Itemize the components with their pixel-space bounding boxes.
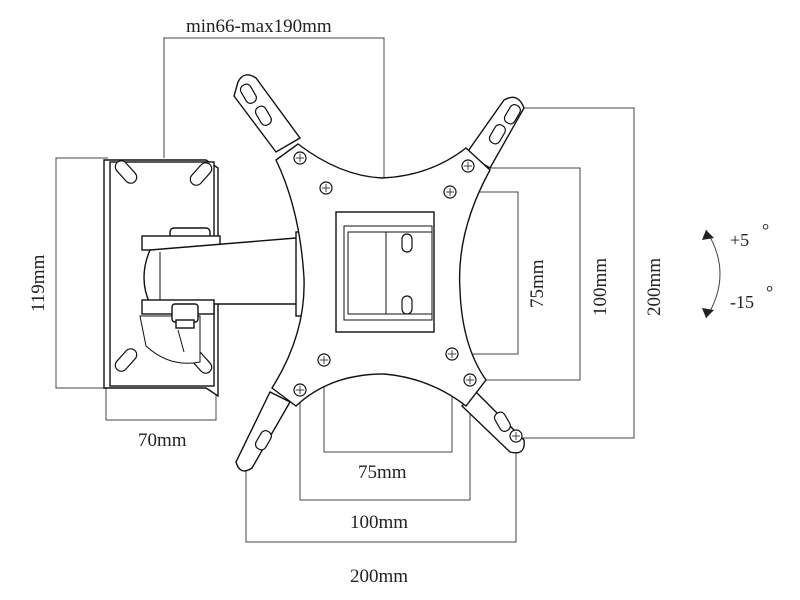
vesa-screw-holes <box>293 151 523 443</box>
tilt-up-arrowhead <box>702 230 714 240</box>
tilt-down-arrowhead <box>702 308 714 318</box>
vesa-arm-slot <box>488 124 506 145</box>
wall-plate-slot <box>114 160 138 184</box>
vesa-100-horizontal-dim-line <box>299 392 471 501</box>
vesa-plate <box>233 74 525 472</box>
vesa-100-vertical-label: 100mm <box>590 258 611 316</box>
dimension-labels: min66-max190mm 119mm 70mm 75mm 100mm 200… <box>28 16 665 587</box>
wall-plate-width-dim-line <box>105 360 217 421</box>
dimension-lines <box>55 37 635 543</box>
vesa-100-vertical-dim-line <box>470 167 581 381</box>
wall-plate-height-label: 119mm <box>28 254 49 312</box>
vesa-75-vertical-dim-line <box>452 191 519 355</box>
tilt-down-label: -15 <box>730 292 754 312</box>
tilt-up-degree: ° <box>762 220 769 240</box>
vesa-75-vertical-label: 75mm <box>527 259 548 308</box>
vesa-75-horizontal-label: 75mm <box>358 462 407 483</box>
vesa-arm-slot <box>239 83 257 104</box>
vesa-arm-slot <box>254 430 272 451</box>
vesa-arm-slot <box>493 411 511 432</box>
vesa-200-horizontal-dim-line <box>245 444 517 543</box>
tilt-down-degree: ° <box>766 282 773 302</box>
swivel-arm <box>141 227 309 353</box>
vesa-plate-slot <box>401 295 413 315</box>
wall-plate-height-dim-line <box>55 157 108 389</box>
vesa-200-vertical-label: 200mm <box>644 258 665 316</box>
arm-extension-dim-line <box>163 37 385 178</box>
wall-plate-slot <box>114 348 138 372</box>
arm-extension-label: min66-max190mm <box>186 16 332 37</box>
vesa-200-horizontal-label: 200mm <box>350 566 408 587</box>
vesa-100-horizontal-label: 100mm <box>350 512 408 533</box>
tilt-indicator: +5 ° -15 ° <box>702 220 773 319</box>
vesa-200-vertical-dim-line <box>518 107 635 439</box>
tilt-up-label: +5 <box>730 230 749 250</box>
vesa-75-horizontal-dim-line <box>323 360 453 453</box>
wall-plate-slot <box>189 162 213 186</box>
vesa-arm-slot <box>254 105 272 126</box>
vesa-plate-slot <box>401 233 413 253</box>
wall-plate-width-label: 70mm <box>138 430 187 451</box>
vesa-arm-slot <box>503 104 521 125</box>
